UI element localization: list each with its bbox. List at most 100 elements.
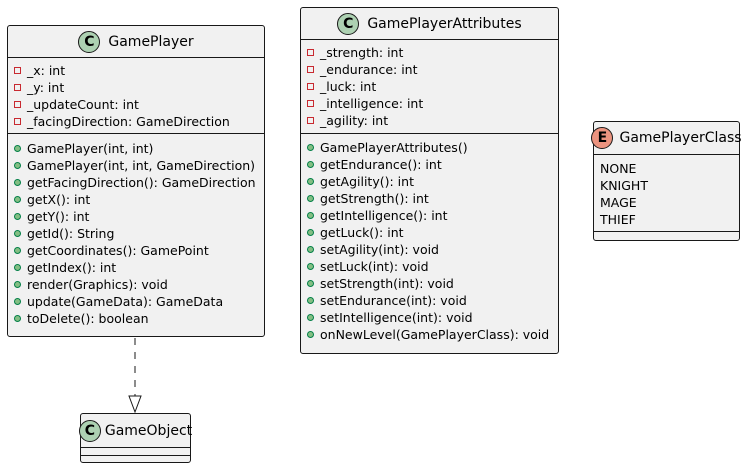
method-row: render(Graphics): void — [8, 276, 264, 293]
public-icon — [307, 263, 314, 270]
field-text: _strength: int — [320, 45, 404, 60]
public-icon — [14, 179, 21, 186]
field-text: _endurance: int — [320, 62, 418, 77]
field-row: _intelligence: int — [301, 95, 558, 112]
public-icon — [14, 196, 21, 203]
method-text: getIndex(): int — [27, 260, 117, 275]
public-icon — [307, 144, 314, 151]
hollow-arrowhead-icon — [128, 395, 142, 414]
public-icon — [307, 280, 314, 287]
methods-section: GamePlayer(int, int) GamePlayer(int, int… — [8, 134, 264, 329]
method-text: setEndurance(int): void — [320, 293, 467, 308]
method-row: getFacingDirection(): GameDirection — [8, 174, 264, 191]
method-row: getAgility(): int — [301, 173, 558, 190]
method-text: setLuck(int): void — [320, 259, 429, 274]
method-row: setStrength(int): void — [301, 275, 558, 292]
method-text: render(Graphics): void — [27, 277, 168, 292]
method-row: getStrength(): int — [301, 190, 558, 207]
public-icon — [14, 298, 21, 305]
fields-section — [81, 448, 190, 456]
method-row: GamePlayerAttributes() — [301, 139, 558, 156]
method-text: getCoordinates(): GamePoint — [27, 243, 209, 258]
private-icon — [14, 67, 21, 74]
method-row: setEndurance(int): void — [301, 292, 558, 309]
class-header: C GamePlayerAttributes — [301, 8, 558, 40]
public-icon — [307, 195, 314, 202]
class-header: C GamePlayer — [8, 26, 264, 58]
method-row: setLuck(int): void — [301, 258, 558, 275]
public-icon — [307, 229, 314, 236]
public-icon — [307, 246, 314, 253]
field-row: _updateCount: int — [8, 96, 264, 113]
method-text: setStrength(int): void — [320, 276, 454, 291]
method-text: getAgility(): int — [320, 174, 414, 189]
class-title: GamePlayer — [108, 33, 194, 50]
enum-header: E GamePlayerClass — [591, 122, 742, 155]
enum-title: GamePlayerClass — [619, 130, 742, 146]
method-text: getY(): int — [27, 209, 90, 224]
field-row: _x: int — [8, 62, 264, 79]
method-row: update(GameData): GameData — [8, 293, 264, 310]
public-icon — [14, 162, 21, 169]
private-icon — [307, 83, 314, 90]
class-gameobject[interactable]: C GameObject — [78, 413, 192, 463]
public-icon — [307, 297, 314, 304]
field-row: _strength: int — [301, 44, 558, 61]
class-title: GamePlayerAttributes — [367, 15, 522, 32]
method-text: getX(): int — [27, 192, 91, 207]
private-icon — [307, 117, 314, 124]
public-icon — [307, 161, 314, 168]
field-text: _y: int — [27, 80, 65, 95]
enum-value: THIEF — [600, 212, 636, 227]
private-icon — [14, 84, 21, 91]
class-badge-icon: C — [337, 12, 360, 35]
public-icon — [14, 281, 21, 288]
enum-gameplayerclass[interactable]: E GamePlayerClass NONE KNIGHT MAGE THIEF — [591, 121, 742, 241]
method-row: onNewLevel(GamePlayerClass): void — [301, 326, 558, 343]
method-row: setAgility(int): void — [301, 241, 558, 258]
method-row: toDelete(): boolean — [8, 310, 264, 327]
enum-value: KNIGHT — [600, 178, 648, 193]
method-text: GamePlayer(int, int) — [27, 141, 154, 156]
method-text: getLuck(): int — [320, 225, 404, 240]
method-text: onNewLevel(GamePlayerClass): void — [320, 327, 550, 342]
methods-section: GamePlayerAttributes() getEndurance(): i… — [301, 134, 558, 345]
public-icon — [307, 178, 314, 185]
public-icon — [14, 230, 21, 237]
method-text: getIntelligence(): int — [320, 208, 448, 223]
public-icon — [307, 331, 314, 338]
method-text: setAgility(int): void — [320, 242, 439, 257]
method-row: getIndex(): int — [8, 259, 264, 276]
private-icon — [14, 101, 21, 108]
method-text: update(GameData): GameData — [27, 294, 224, 309]
enum-value: NONE — [600, 161, 637, 176]
fields-section: _x: int _y: int _updateCount: int _facin… — [8, 58, 264, 134]
method-row: getEndurance(): int — [301, 156, 558, 173]
public-icon — [14, 247, 21, 254]
method-text: getFacingDirection(): GameDirection — [27, 175, 256, 190]
method-text: getStrength(): int — [320, 191, 429, 206]
class-gameplayerattributes[interactable]: C GamePlayerAttributes _strength: int _e… — [300, 7, 559, 354]
public-icon — [14, 145, 21, 152]
field-text: _x: int — [27, 63, 66, 78]
field-row: _y: int — [8, 79, 264, 96]
field-text: _updateCount: int — [27, 97, 139, 112]
method-row: getCoordinates(): GamePoint — [8, 242, 264, 259]
public-icon — [14, 315, 21, 322]
method-row: GamePlayer(int, int) — [8, 140, 264, 157]
field-text: _agility: int — [320, 113, 389, 128]
enum-badge-icon: E — [591, 127, 614, 149]
field-row: _endurance: int — [301, 61, 558, 78]
field-text: _facingDirection: GameDirection — [27, 114, 230, 129]
field-row: _facingDirection: GameDirection — [8, 113, 264, 130]
public-icon — [14, 213, 21, 220]
private-icon — [14, 118, 21, 125]
method-text: getId(): String — [27, 226, 115, 241]
method-row: getX(): int — [8, 191, 264, 208]
method-row: GamePlayer(int, int, GameDirection) — [8, 157, 264, 174]
public-icon — [14, 264, 21, 271]
class-badge-icon: C — [78, 419, 101, 442]
class-gameplayer[interactable]: C GamePlayer _x: int _y: int _updateCoun… — [7, 25, 265, 337]
method-text: toDelete(): boolean — [27, 311, 149, 326]
class-header: C GameObject — [78, 414, 192, 448]
